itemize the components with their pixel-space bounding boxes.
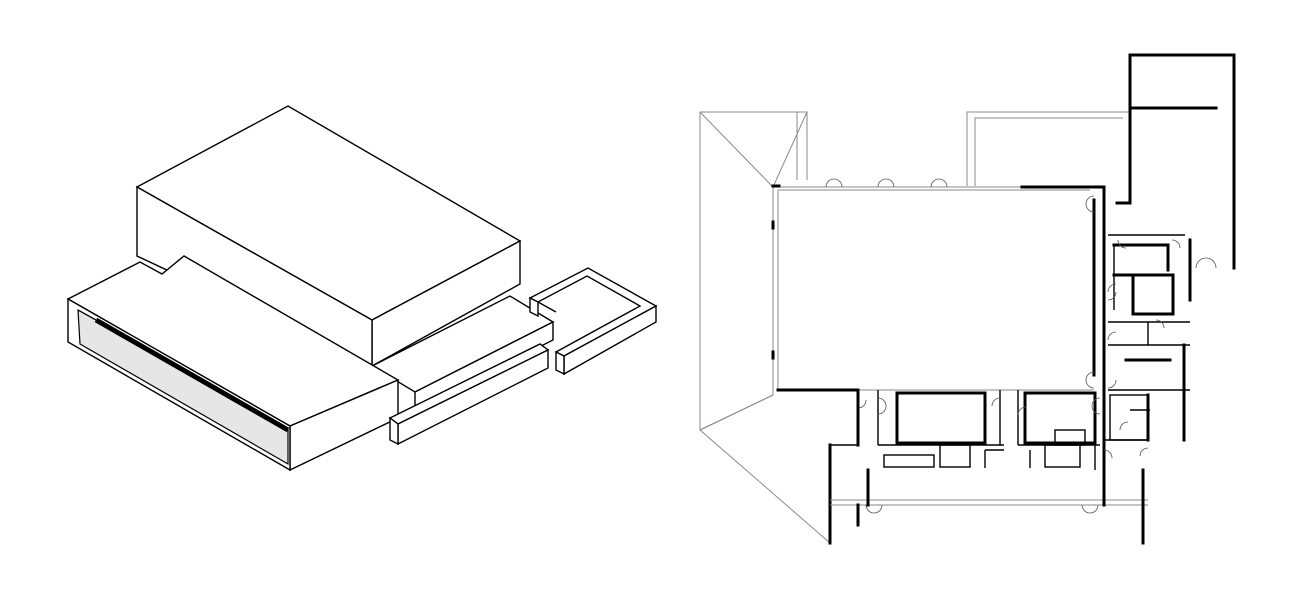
plan-main-hall [771,178,1106,392]
plan-garden-walls [966,53,1236,270]
iso-front-low-wall [388,343,550,446]
plan-south-corridor [828,388,1150,545]
iso-long-front-block [66,255,400,472]
plan-forecourt-wings [699,111,831,544]
iso-walled-courtyard [528,267,658,376]
plan-southwest-rooms [857,390,1004,468]
plan-east-service-rooms [1102,234,1217,472]
iso-recess-dark-band [94,317,290,433]
ground-floor-plan [699,53,1236,545]
isometric-massing-view [66,105,658,472]
plan-southeast-rooms [1017,390,1101,470]
iso-main-hall-volume [135,105,522,368]
